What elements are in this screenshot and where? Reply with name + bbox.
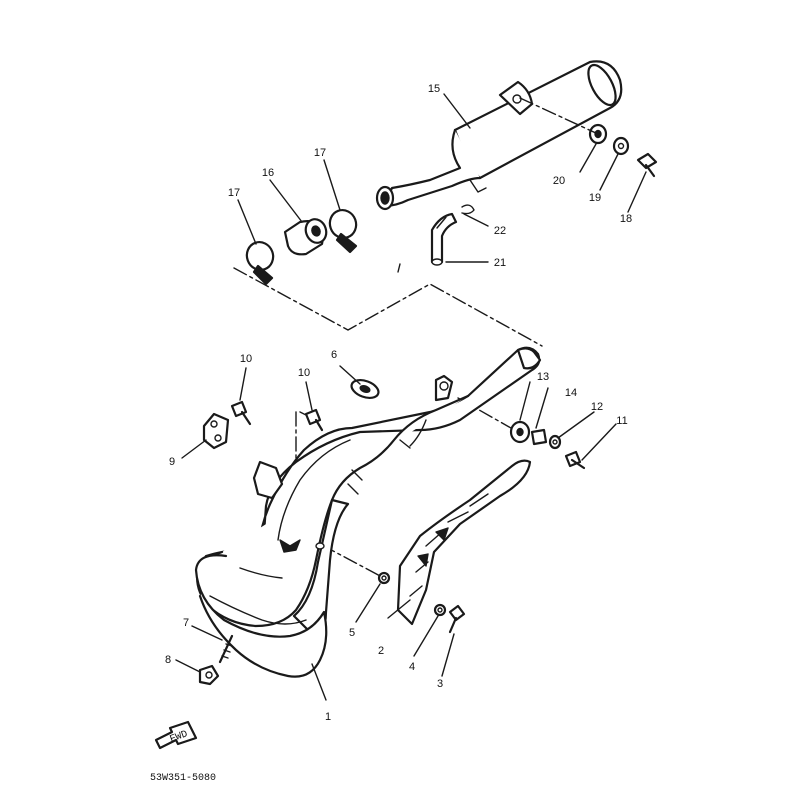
callout-13: 13 [537,371,549,383]
silencer-part [375,60,623,211]
callout-7: 7 [183,617,189,629]
callout-21: 21 [494,257,506,269]
heat-protector-part [396,459,532,626]
callout-17a: 17 [228,187,240,199]
callout-22: 22 [494,225,506,237]
joint-pipe-and-clamps [245,209,358,286]
chamber-fasteners [198,378,586,686]
silencer-hardware [588,123,658,178]
callout-2: 2 [378,645,384,657]
callout-1: 1 [325,711,331,723]
callout-15: 15 [428,83,440,95]
callout-14: 14 [565,387,577,399]
callout-8: 8 [165,654,171,666]
callout-6: 6 [331,349,337,361]
callout-4: 4 [409,661,415,673]
callout-leaders [175,93,647,701]
callout-11: 11 [616,415,627,427]
hose-and-clip [430,204,475,266]
callout-9: 9 [169,456,175,468]
callout-17b: 17 [314,147,326,159]
fwd-direction-arrow: FWD [154,720,198,750]
callout-20: 20 [553,175,565,187]
callout-12: 12 [591,401,603,413]
callout-18: 18 [620,213,632,225]
diagram-part-number: 53W351-5080 [150,773,216,784]
callout-3: 3 [437,678,443,690]
assembly-leader-lines [233,97,599,579]
callout-5: 5 [349,627,355,639]
callout-16: 16 [262,167,274,179]
callout-19: 19 [589,192,601,204]
callout-10b: 10 [298,367,310,379]
callout-10a: 10 [240,353,252,365]
expansion-chamber-part [194,346,542,678]
callout-labels: 1 2 3 4 5 6 7 8 9 10 10 11 12 13 14 15 1… [165,83,632,723]
